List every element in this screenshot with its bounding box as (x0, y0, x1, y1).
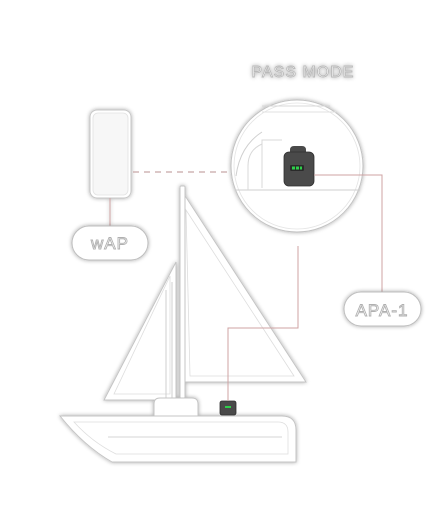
wap-label: wAP (90, 234, 129, 253)
wap-router-icon (89, 109, 132, 226)
apa-label-connector (314, 174, 383, 292)
apa-1-label-pill: APA-1 (343, 291, 422, 327)
apa-1-device-on-boat (219, 400, 237, 416)
device-connector-line (227, 246, 299, 401)
apa-1-device-icon (283, 146, 315, 187)
sailboat-icon (58, 185, 307, 463)
apa-1-label: APA-1 (356, 301, 409, 320)
diagram-title: PASS MODE (252, 64, 355, 81)
wap-label-pill: wAP (71, 225, 149, 261)
